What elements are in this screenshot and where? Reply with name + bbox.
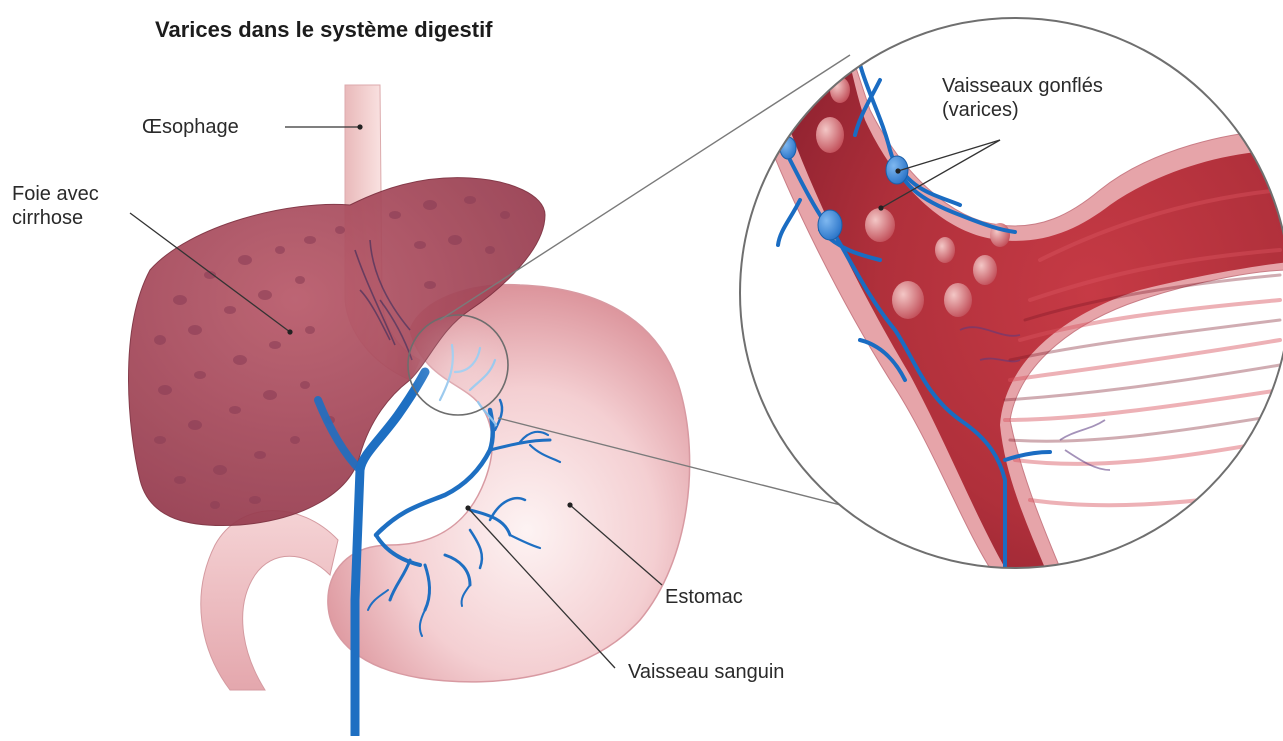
swollen-vessels-label: Vaisseaux gonflés (varices) bbox=[942, 74, 1103, 122]
figure-title: Varices dans le système digestif bbox=[155, 16, 493, 44]
esophagus-label: Œsophage bbox=[142, 115, 239, 139]
liver-label: Foie avec cirrhose bbox=[12, 182, 99, 230]
blood-vessel-label: Vaisseau sanguin bbox=[628, 660, 784, 684]
magnifier-circle bbox=[408, 315, 508, 415]
duodenum bbox=[201, 511, 338, 690]
stomach-label: Estomac bbox=[665, 585, 743, 609]
